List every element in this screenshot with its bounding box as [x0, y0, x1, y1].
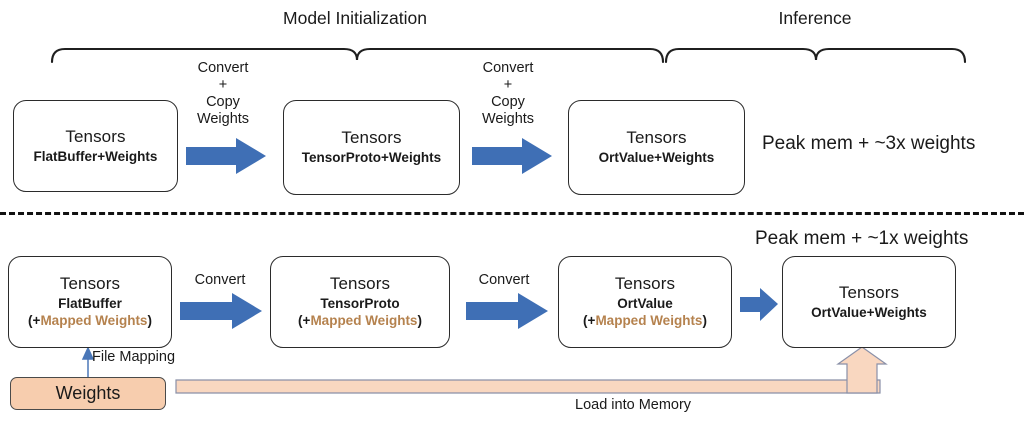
bottom-arrow-label-1: Convert — [194, 272, 246, 288]
weights-source-box[interactable]: Weights — [10, 377, 166, 410]
bottom-box-tensorproto-mapped: (+Mapped Weights) — [298, 313, 422, 329]
bottom-arrow-label-2: Convert — [478, 272, 530, 288]
bottom-blue-arrow-2 — [466, 293, 548, 329]
paren-open: (+ — [583, 313, 596, 329]
top-box-tensorproto[interactable]: Tensors TensorProto+Weights — [283, 100, 460, 195]
paren-open: (+ — [28, 313, 41, 329]
bottom-box-flatbuffer-mapped: (+Mapped Weights) — [28, 313, 152, 329]
bottom-box-ortvalue-weights-title: Tensors — [838, 282, 900, 302]
top-box-tensorproto-title: Tensors — [341, 128, 402, 148]
paren-close: ) — [702, 313, 707, 329]
mapped-weights-text: Mapped Weights — [595, 313, 703, 329]
top-box-ortvalue[interactable]: Tensors OrtValue+Weights — [568, 100, 745, 195]
bottom-box-tensorproto-sub: TensorProto — [320, 295, 400, 311]
paren-close: ) — [417, 313, 422, 329]
bottom-box-ortvalue-mapped-text: (+Mapped Weights) — [583, 313, 707, 329]
weights-source-label: Weights — [55, 383, 121, 403]
bottom-box-flatbuffer-title: Tensors — [59, 274, 121, 294]
top-box-ortvalue-sub: OrtValue+Weights — [598, 150, 715, 166]
mapped-weights-text: Mapped Weights — [40, 313, 148, 329]
brace-label-model-initialization: Model Initialization — [283, 8, 427, 28]
bottom-box-tensorproto-title: Tensors — [329, 274, 391, 294]
top-arrow-label-1: Convert + Copy Weights — [196, 60, 250, 128]
bottom-peak-memory-label: Peak mem + ~1x weights — [755, 228, 969, 249]
brace-label-inference: Inference — [778, 8, 852, 28]
bottom-box-flatbuffer-sub: FlatBuffer — [58, 295, 122, 311]
bottom-blue-arrow-1 — [180, 293, 262, 329]
bottom-box-ortvalue-weights-sub: OrtValue+Weights — [811, 304, 927, 320]
top-box-flatbuffer-sub: FlatBuffer+Weights — [33, 148, 158, 164]
bottom-box-tensorproto[interactable]: Tensors TensorProto (+Mapped Weights) — [270, 256, 450, 348]
top-peak-memory-label: Peak mem + ~3x weights — [762, 133, 976, 154]
top-blue-arrow-2 — [472, 138, 552, 174]
mapped-weights-text: Mapped Weights — [310, 313, 418, 329]
section-divider — [0, 212, 1024, 215]
bottom-box-ortvalue-title: Tensors — [614, 274, 676, 294]
bottom-box-ortvalue-sub: OrtValue — [617, 295, 673, 311]
file-mapping-label: File Mapping — [92, 349, 176, 365]
load-into-memory-label: Load into Memory — [575, 397, 692, 413]
top-box-flatbuffer[interactable]: Tensors FlatBuffer+Weights — [13, 100, 178, 192]
top-box-tensorproto-sub: TensorProto+Weights — [301, 150, 442, 166]
paren-open: (+ — [298, 313, 311, 329]
bottom-box-flatbuffer[interactable]: Tensors FlatBuffer (+Mapped Weights) — [8, 256, 172, 348]
top-arrow-label-2: Convert + Copy Weights — [481, 60, 535, 128]
bottom-box-ortvalue-mapped[interactable]: Tensors OrtValue (+Mapped Weights) — [558, 256, 732, 348]
bottom-box-ortvalue-weights[interactable]: Tensors OrtValue+Weights — [782, 256, 956, 348]
top-box-flatbuffer-title: Tensors — [65, 126, 126, 146]
paren-close: ) — [147, 313, 152, 329]
top-blue-arrow-1 — [186, 138, 266, 174]
bottom-blue-arrow-3 — [740, 288, 778, 321]
top-box-ortvalue-title: Tensors — [626, 128, 687, 148]
